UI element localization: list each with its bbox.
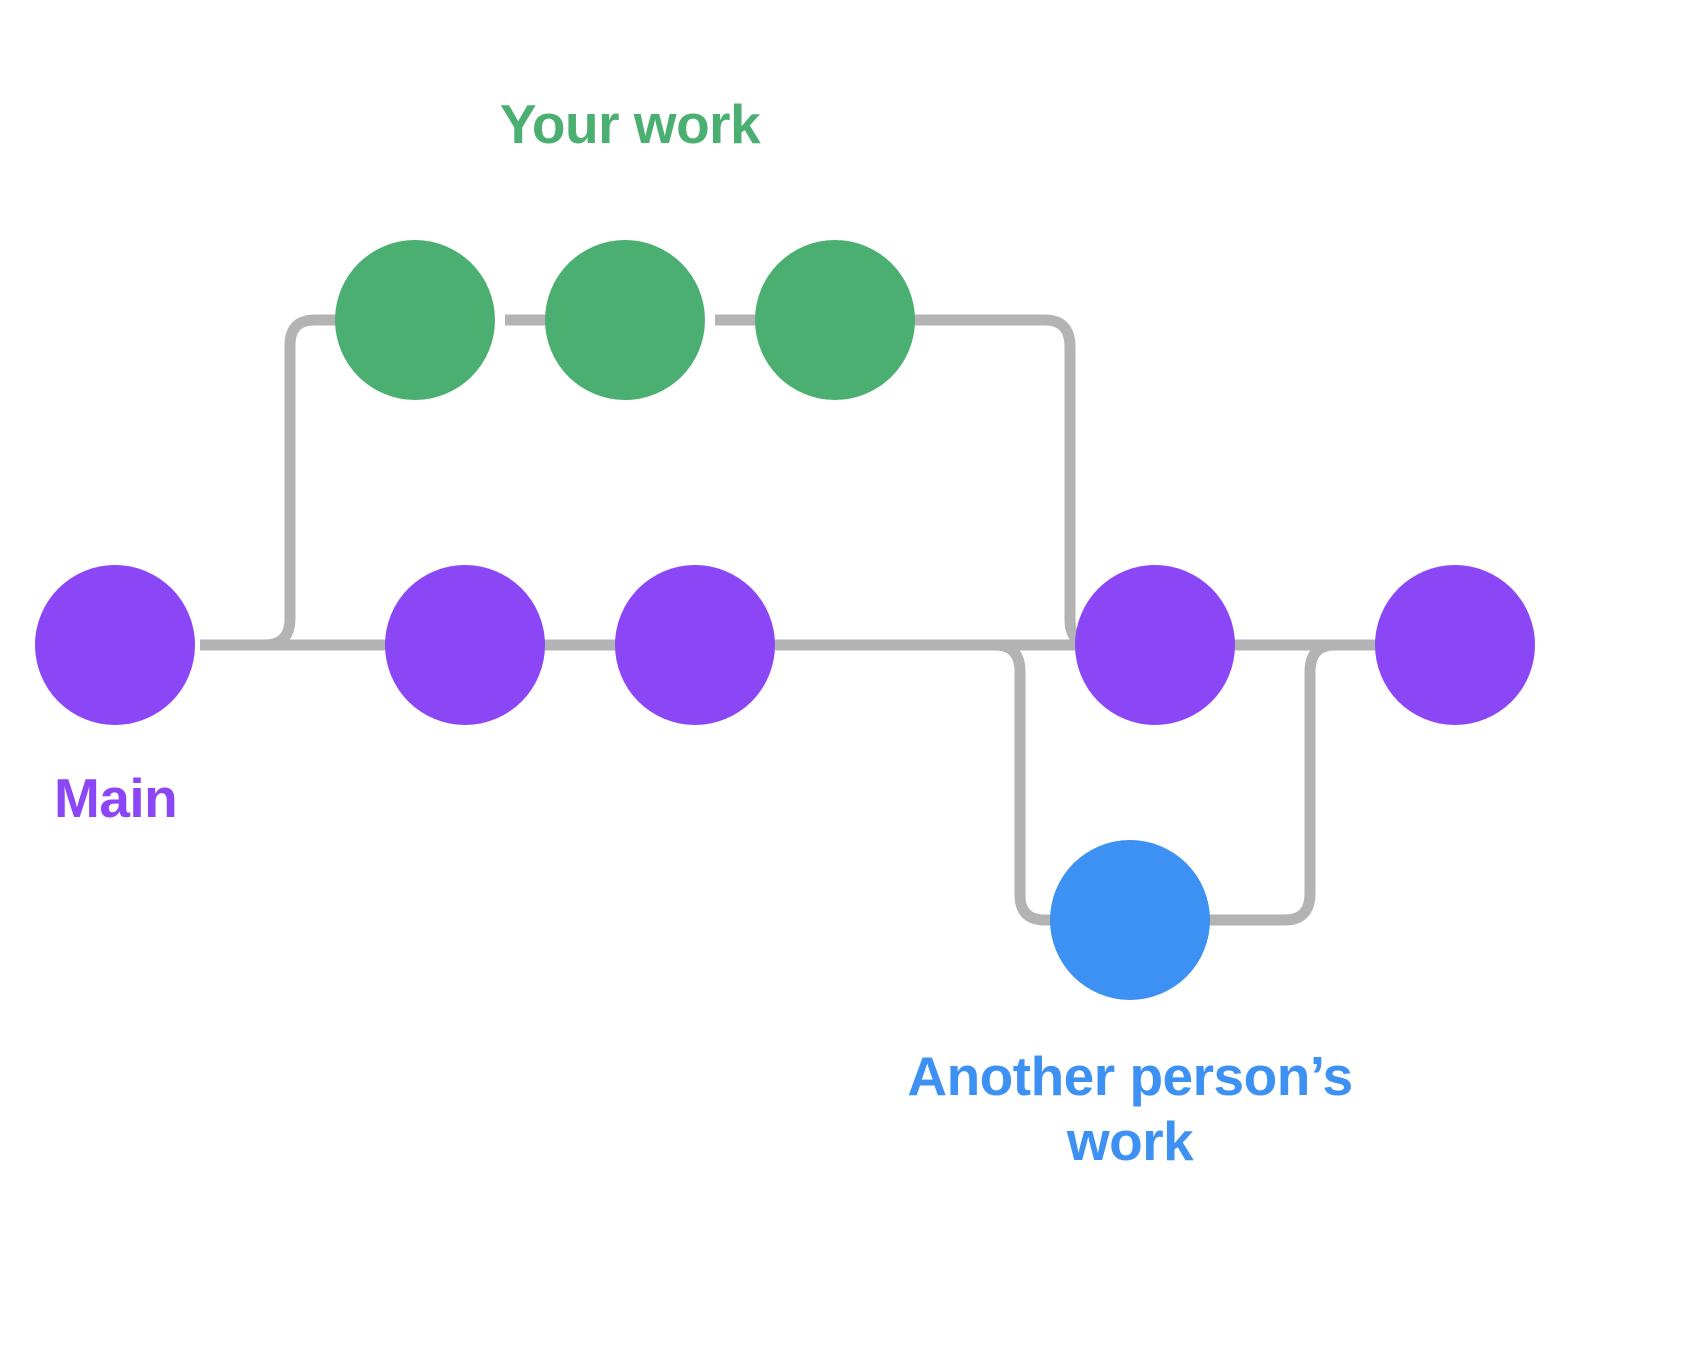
branch-label-another-person-work-line1: Another person’s: [907, 1045, 1353, 1107]
commit-node-main-3[interactable]: [615, 565, 775, 725]
commit-node-main-4[interactable]: [1075, 565, 1235, 725]
commit-node-your-work-2[interactable]: [545, 240, 705, 400]
connector-branch-to-another-person: [790, 639, 1080, 926]
commit-node-main-5[interactable]: [1375, 565, 1535, 725]
commit-node-your-work-3[interactable]: [755, 240, 915, 400]
commit-node-main-2[interactable]: [385, 565, 545, 725]
commit-node-main-1[interactable]: [35, 565, 195, 725]
branch-label-your-work: Your work: [499, 93, 761, 155]
branch-label-main: Main: [54, 767, 178, 829]
commit-node-your-work-1[interactable]: [335, 240, 495, 400]
commit-node-another-person-1[interactable]: [1050, 840, 1210, 1000]
connector-branch-to-your-work: [230, 314, 345, 651]
connector-another-person-merge-to-main: [1180, 639, 1380, 926]
branch-label-another-person-work-line2: work: [1066, 1109, 1194, 1172]
